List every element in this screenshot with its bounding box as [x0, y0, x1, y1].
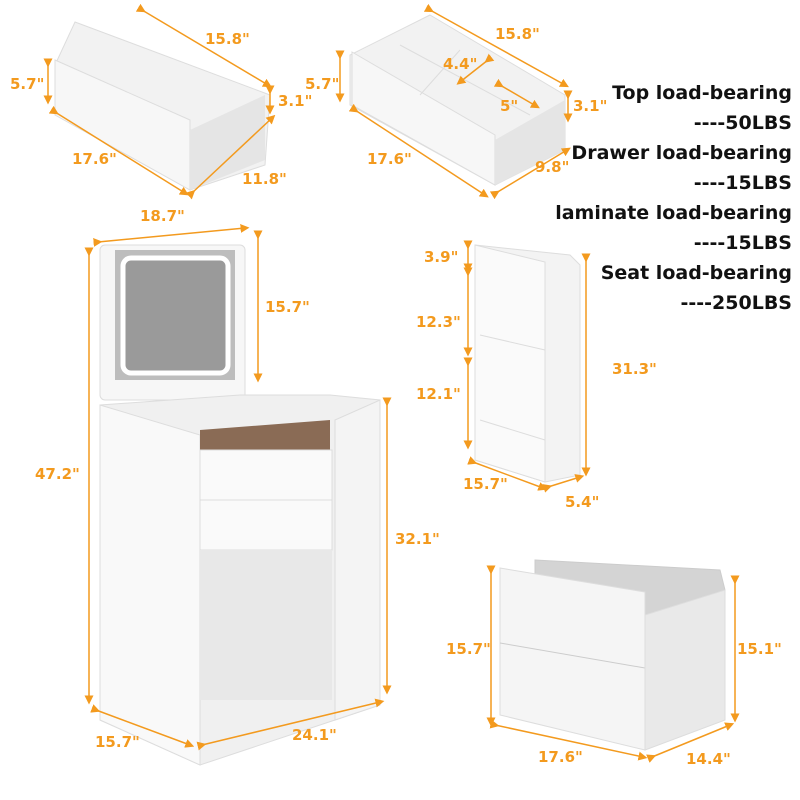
drawer-plain-width: 15.8": [205, 30, 250, 48]
drawer-divided-depth: 9.8": [535, 158, 570, 176]
vanity-illustration: [99, 244, 381, 766]
vanity-top-width: 18.7": [140, 207, 185, 225]
spec-seat-value: ----250LBS: [680, 292, 792, 314]
vanity-table-height: 32.1": [395, 530, 440, 548]
stool-depth: 14.4": [686, 750, 731, 768]
vanity-total-height: 47.2": [35, 465, 80, 483]
drawer-plain-depth: 11.8": [242, 170, 287, 188]
spec-top-value: ----50LBS: [693, 112, 792, 134]
drawer-divided-width: 15.8": [495, 25, 540, 43]
shelf-top-section: 3.9": [424, 248, 459, 266]
vanity-mirror-height: 15.7": [265, 298, 310, 316]
shelf-total-height: 31.3": [612, 360, 657, 378]
drawer-divided-front-length: 17.6": [367, 150, 412, 168]
drawer-divided-compartment-a: 4.4": [443, 55, 478, 73]
drawer-plain-front-length: 17.6": [72, 150, 117, 168]
stool-illustration: [499, 559, 726, 751]
drawer-divided-front-height: 5.7": [305, 75, 340, 93]
spec-laminate-value: ----15LBS: [693, 232, 792, 254]
spec-laminate-label: laminate load-bearing: [555, 202, 792, 224]
stool-front-height: 15.7": [446, 640, 491, 658]
shelf-depth: 15.7": [463, 475, 508, 493]
spec-drawer-label: Drawer load-bearing: [571, 142, 792, 164]
stool-width: 17.6": [538, 748, 583, 766]
drawer-plain-front-height: 5.7": [10, 75, 45, 93]
drawer-divided-compartment-b: 5": [500, 97, 519, 115]
stool-back-height: 15.1": [737, 640, 782, 658]
drawer-divided-side-height: 3.1": [573, 97, 608, 115]
side-shelf-illustration: [474, 244, 581, 483]
shelf-bottom-section: 12.1": [416, 385, 461, 403]
vanity-depth: 15.7": [95, 733, 140, 751]
vanity-width: 24.1": [292, 726, 337, 744]
shelf-middle-section: 12.3": [416, 313, 461, 331]
spec-top-label: Top load-bearing: [612, 82, 792, 104]
spec-seat-label: Seat load-bearing: [600, 262, 792, 284]
shelf-width: 5.4": [565, 493, 600, 511]
spec-drawer-value: ----15LBS: [693, 172, 792, 194]
drawer-plain-side-height: 3.1": [278, 92, 313, 110]
